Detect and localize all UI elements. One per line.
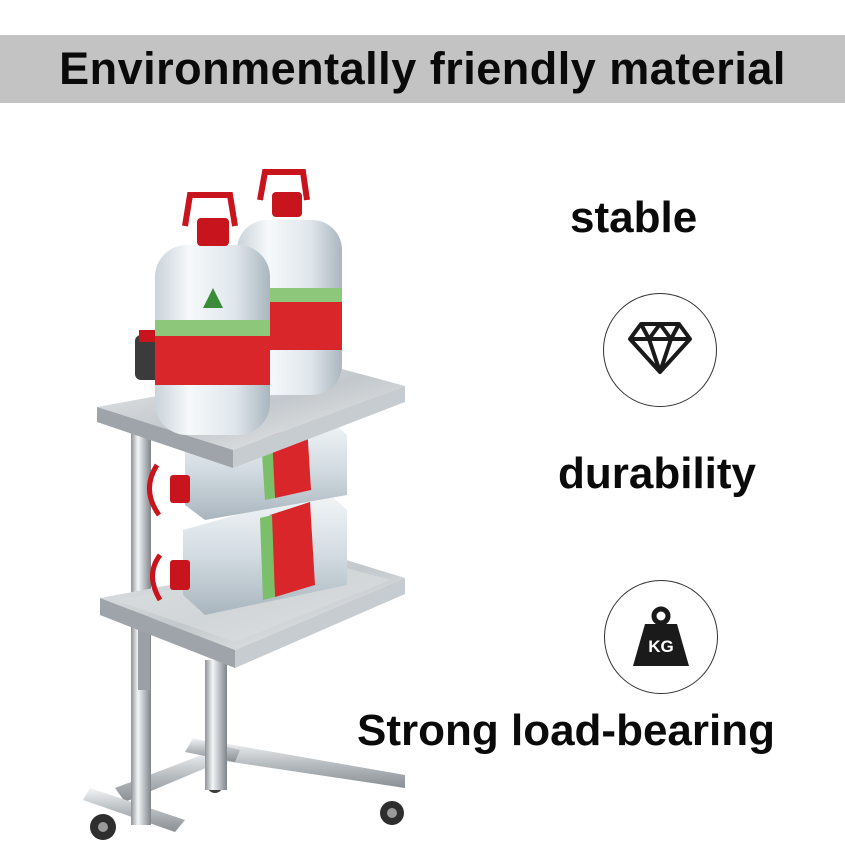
kg-weight-icon: KG [631, 606, 691, 668]
feature-icon-circle-weight: KG [604, 580, 718, 694]
diamond-icon [627, 321, 693, 380]
bottle-upright-front [155, 192, 270, 435]
bottle-lying-lower [150, 490, 347, 615]
feature-label-stable: stable [570, 193, 698, 242]
banner-title: Environmentally friendly material [59, 43, 786, 94]
feature-icon-circle-diamond [603, 293, 717, 407]
weight-kg-text: KG [648, 637, 674, 656]
title-banner: Environmentally friendly material [0, 35, 845, 103]
product-image-cart [75, 160, 435, 845]
feature-label-strong-load-bearing: Strong load-bearing [357, 706, 775, 755]
feature-label-durability: durability [558, 449, 757, 498]
